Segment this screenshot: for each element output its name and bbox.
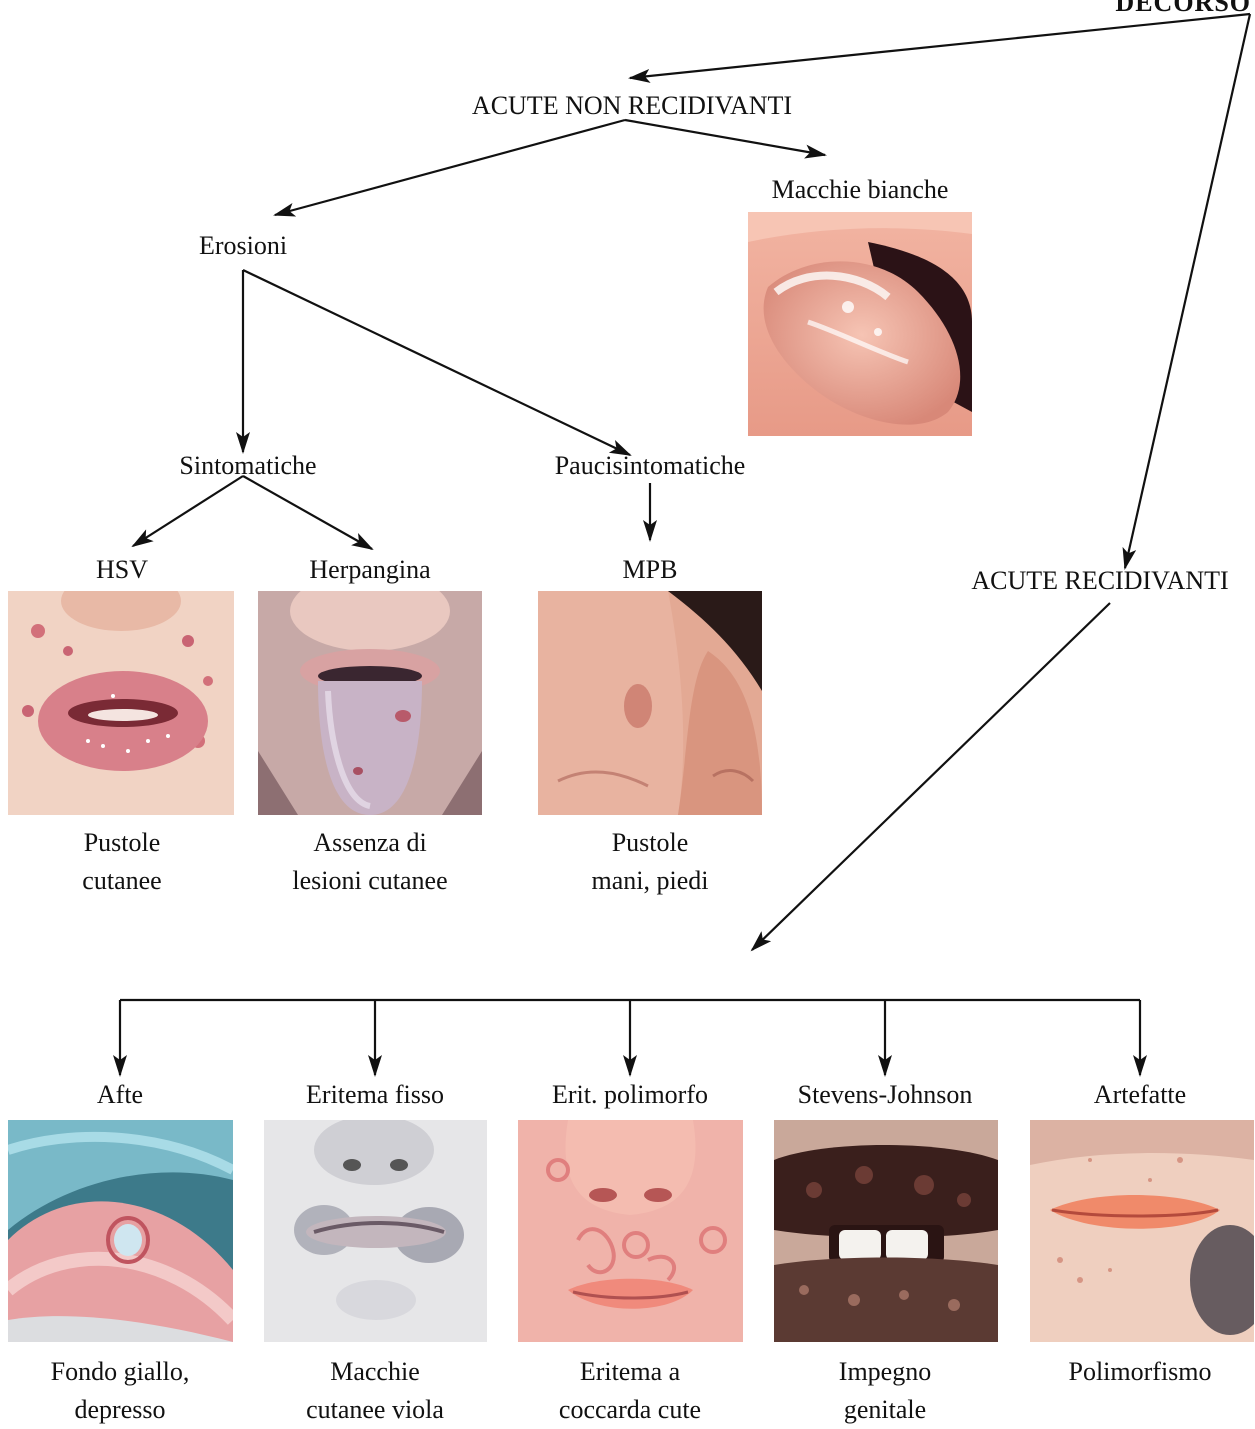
- mpb-caption: Pustole mani, piedi: [592, 824, 709, 900]
- eritema-fisso-caption-line-1: Macchie: [306, 1353, 444, 1391]
- herpangina-caption-line-1: Assenza di: [292, 824, 447, 862]
- mpb-caption-line-2: mani, piedi: [592, 862, 709, 900]
- artefatte-caption-line-1: Polimorfismo: [1068, 1353, 1211, 1391]
- afte-caption-line-1: Fondo giallo,: [51, 1353, 190, 1391]
- eritema-fisso-photo: [264, 1120, 487, 1342]
- erosioni-label: Erosioni: [199, 231, 287, 261]
- acute-recidivanti-label: ACUTE RECIDIVANTI: [971, 566, 1228, 596]
- arrow-non-recidivanti-to-macchie: [625, 120, 825, 155]
- erit-polimorfo-caption-line-2: coccarda cute: [559, 1391, 701, 1429]
- arrow-sintomatiche-to-herpangina: [243, 476, 372, 549]
- eritema-fisso-caption-line-2: cutanee viola: [306, 1391, 444, 1429]
- stevens-johnson-caption: Impegno genitale: [839, 1353, 931, 1429]
- macchie-bianche-photo: [748, 212, 972, 436]
- afte-label: Afte: [97, 1080, 143, 1110]
- artefatte-label: Artefatte: [1094, 1080, 1186, 1110]
- arrow-sintomatiche-to-hsv: [133, 476, 243, 546]
- hsv-caption-line-2: cutanee: [82, 862, 161, 900]
- sintomatiche-label: Sintomatiche: [179, 451, 316, 481]
- erit-polimorfo-label: Erit. polimorfo: [552, 1080, 708, 1110]
- erit-polimorfo-photo: [518, 1120, 743, 1342]
- mpb-caption-line-1: Pustole: [592, 824, 709, 862]
- erit-polimorfo-caption-line-1: Eritema a: [559, 1353, 701, 1391]
- acute-non-recidivanti-label: ACUTE NON RECIDIVANTI: [472, 91, 792, 121]
- afte-caption-line-2: depresso: [51, 1391, 190, 1429]
- herpangina-caption: Assenza di lesioni cutanee: [292, 824, 447, 900]
- herpangina-label: Herpangina: [309, 555, 430, 585]
- hsv-caption: Pustole cutanee: [82, 824, 161, 900]
- arrow-recidivanti-to-bracket: [752, 603, 1110, 950]
- arrow-erosioni-to-paucisintomatiche: [243, 270, 630, 455]
- herpangina-caption-line-2: lesioni cutanee: [292, 862, 447, 900]
- artefatte-caption: Polimorfismo: [1068, 1353, 1211, 1391]
- stevens-johnson-caption-line-1: Impegno: [839, 1353, 931, 1391]
- eritema-fisso-label: Eritema fisso: [306, 1080, 444, 1110]
- macchie-bianche-label: Macchie bianche: [772, 175, 949, 205]
- erit-polimorfo-caption: Eritema a coccarda cute: [559, 1353, 701, 1429]
- mpb-label: MPB: [623, 555, 678, 585]
- decorso-label: DECORSO: [1115, 0, 1251, 18]
- arrow-decorso-to-non-recidivanti: [630, 14, 1250, 78]
- stevens-johnson-caption-line-2: genitale: [839, 1391, 931, 1429]
- arrow-decorso-to-recidivanti: [1125, 14, 1250, 568]
- paucisintomatiche-label: Paucisintomatiche: [555, 451, 746, 481]
- afte-photo: [8, 1120, 233, 1342]
- hsv-label: HSV: [96, 555, 148, 585]
- hsv-caption-line-1: Pustole: [82, 824, 161, 862]
- mpb-photo: [538, 591, 762, 815]
- eritema-fisso-caption: Macchie cutanee viola: [306, 1353, 444, 1429]
- arrow-non-recidivanti-to-erosioni: [275, 120, 625, 215]
- stevens-johnson-label: Stevens-Johnson: [798, 1080, 973, 1110]
- herpangina-photo: [258, 591, 482, 815]
- hsv-photo: [8, 591, 234, 815]
- stevens-johnson-photo: [774, 1120, 998, 1342]
- artefatte-photo: [1030, 1120, 1254, 1342]
- afte-caption: Fondo giallo, depresso: [51, 1353, 190, 1429]
